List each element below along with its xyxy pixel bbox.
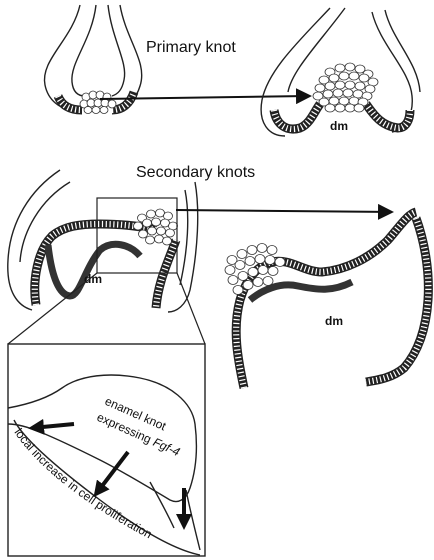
secondary-knots-enlarged xyxy=(225,212,428,388)
secondary-knot-arrow xyxy=(176,210,390,212)
primary-knot-label: Primary knot xyxy=(146,39,236,56)
zoom-line-left xyxy=(8,273,97,344)
dm-label-secondary-left: dm xyxy=(84,272,102,286)
secondary-knots-bell-stage xyxy=(8,170,198,312)
dm-label-primary: dm xyxy=(330,119,348,133)
primary-knot-cap-stage xyxy=(261,8,420,136)
primary-knot-early-tooth-bud xyxy=(44,5,141,114)
primary-knot-cells-small xyxy=(80,91,116,114)
dm-label-secondary-right: dm xyxy=(325,314,343,328)
secondary-knots-label: Secondary knots xyxy=(136,164,255,181)
